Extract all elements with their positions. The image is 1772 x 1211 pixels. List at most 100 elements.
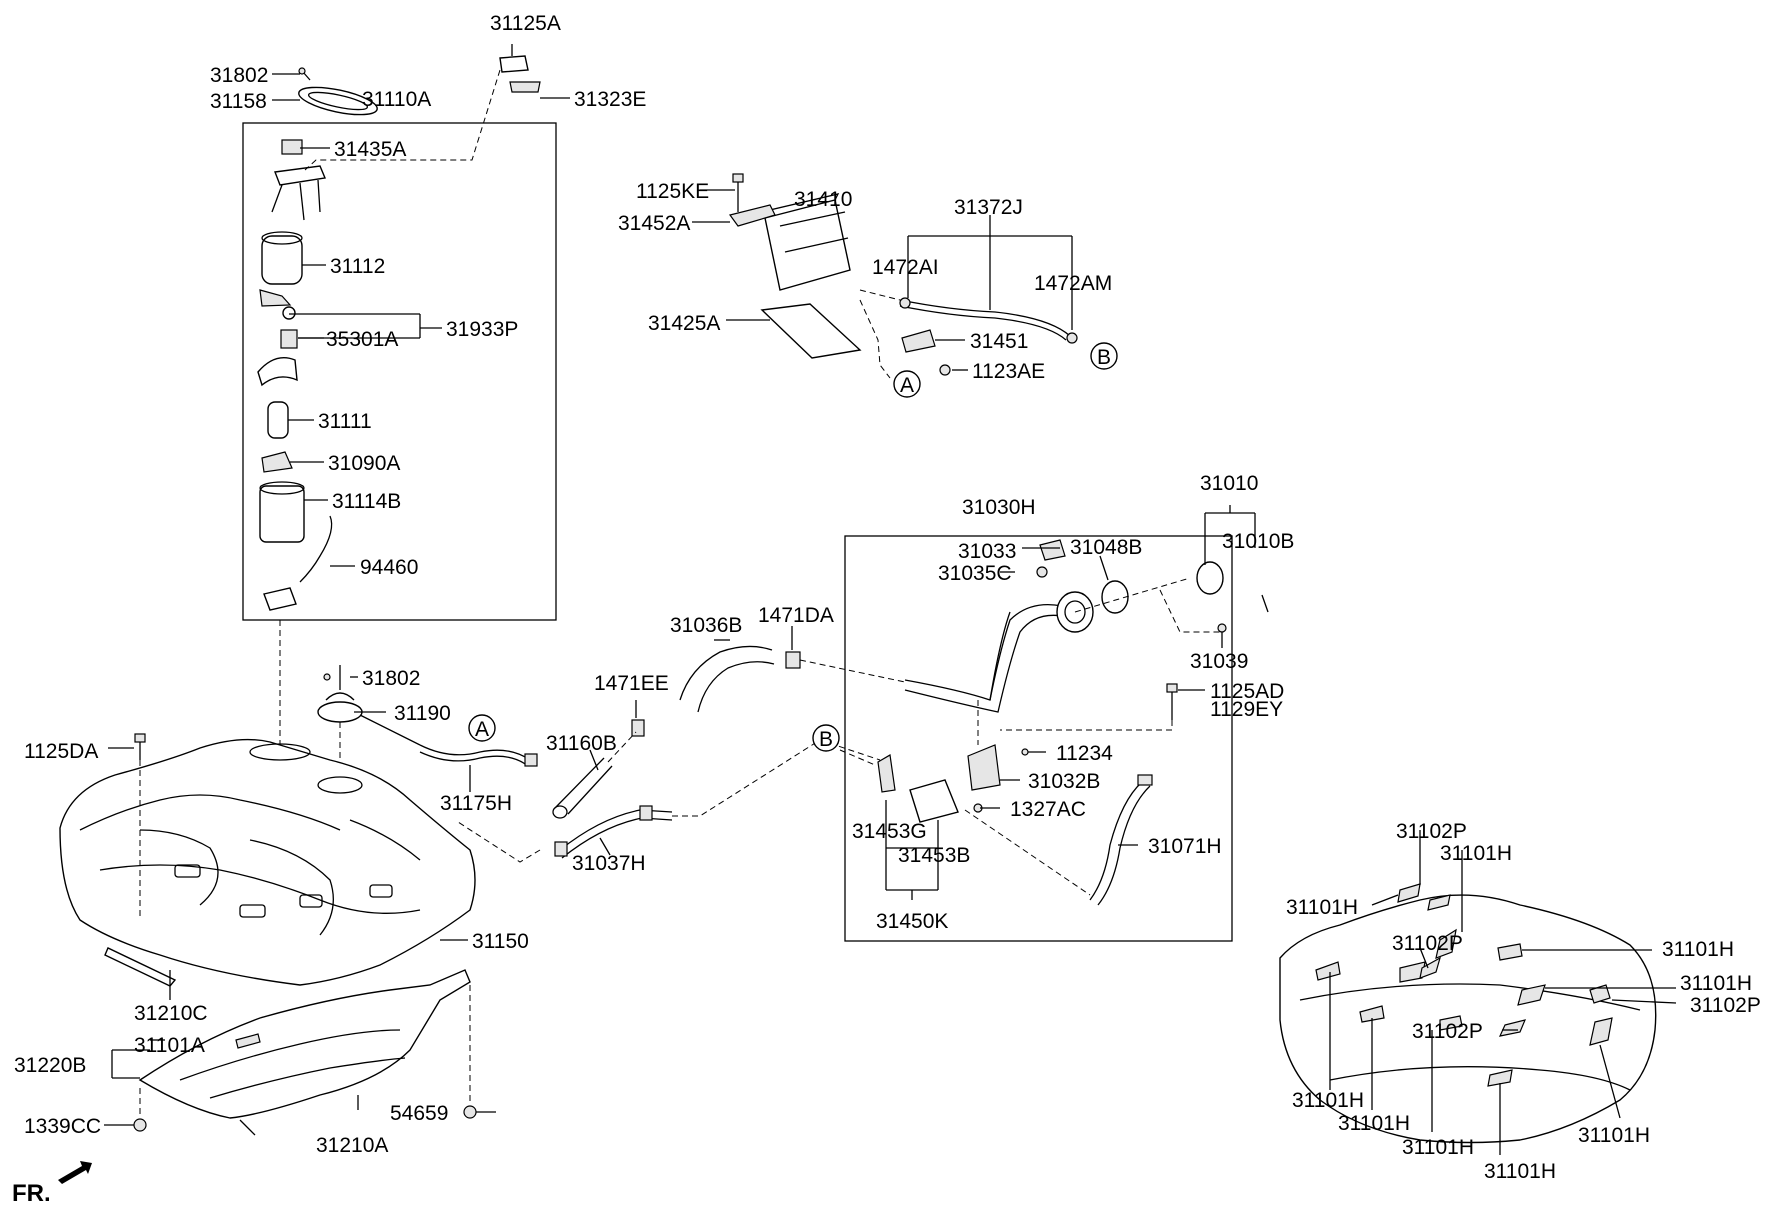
part-label: 31010B (1222, 530, 1294, 553)
canister-group (728, 173, 1078, 379)
pad-31101A (235, 1033, 261, 1049)
part-label: 31425A (648, 312, 720, 335)
part-label: 1327AC (1010, 798, 1086, 821)
front-direction-indicator: FR. (12, 1161, 92, 1207)
part-label: 31033 (958, 540, 1016, 563)
part-label: 31101H (1338, 1112, 1410, 1135)
fuel-tank-31150 (59, 738, 476, 986)
canister-31453B (909, 779, 959, 823)
filler-neck-31030H (904, 603, 1063, 701)
part-label: 31323E (574, 88, 646, 111)
part-label: 54659 (390, 1102, 448, 1125)
bracket-31032B (967, 744, 1001, 791)
part-label: 31150 (472, 930, 529, 953)
part-label: 31220B (14, 1054, 86, 1077)
part-label: 31010 (1200, 472, 1258, 495)
part-label: 11234 (1056, 742, 1113, 765)
connector-31125A (499, 55, 529, 73)
part-labels: 31125A 31802 31158 31110A 31323E 31435A … (14, 12, 1761, 1183)
circle-markers: A B A B (468, 342, 1118, 752)
part-label: 31032B (1028, 770, 1100, 793)
hoses-group (317, 645, 906, 863)
tube-31037H (559, 809, 673, 851)
valve-31453G (877, 754, 896, 793)
part-label: 31101A (134, 1034, 205, 1057)
part-label: 31452A (618, 212, 690, 235)
part-label: 31037H (572, 852, 646, 875)
part-label: 31111 (318, 410, 372, 433)
filter-31112 (261, 235, 303, 285)
part-label: 1125DA (24, 740, 98, 763)
part-label: 31112 (330, 255, 385, 278)
pump-31111 (267, 401, 289, 439)
marker-B-valve (812, 724, 840, 752)
oring-31933P (282, 306, 296, 320)
part-label: 31160B (546, 732, 617, 755)
clamp-1471DA (785, 651, 801, 669)
hose-31071H (1089, 781, 1143, 901)
gasket-31048B (1101, 580, 1129, 614)
pad-31102P (1427, 894, 1451, 911)
marker-A-canister (893, 370, 921, 398)
part-label: 31453G (852, 820, 927, 843)
part-label: 31048B (1070, 536, 1142, 559)
part-label: 31158 (210, 90, 267, 113)
pump-module-box (242, 122, 557, 621)
part-label: 31102P (1412, 1020, 1483, 1043)
part-label: 31101H (1662, 938, 1734, 961)
marker-B-valve-text: B (819, 728, 833, 751)
nut-54659 (463, 1105, 477, 1119)
hose-31036B (679, 645, 773, 701)
clamp-1472AI (899, 297, 911, 309)
part-label: 31802 (362, 667, 420, 690)
sender-94460 (299, 515, 333, 583)
bracket (257, 357, 298, 387)
part-label: 31035C (938, 562, 1012, 585)
part-label: 31036B (670, 614, 742, 637)
front-arrow-icon (58, 1161, 92, 1184)
part-label: 1472AI (872, 256, 939, 279)
part-31035C (1036, 566, 1048, 578)
part-label: 31102P (1396, 820, 1467, 843)
pad-31101H (1399, 961, 1426, 983)
part-label: 31101H (1578, 1124, 1650, 1147)
shield-31210A (138, 969, 471, 1119)
part-label: 31210A (316, 1134, 388, 1157)
pad-31102P (1589, 984, 1611, 1004)
part-label: 31101H (1484, 1160, 1556, 1183)
part-label: 1125KE (636, 180, 709, 203)
part-label: 31101H (1402, 1136, 1474, 1159)
pad-31101H (1589, 1017, 1613, 1046)
fuel-tank-right (1279, 894, 1657, 1144)
reservoir-31114B (259, 485, 305, 543)
cap-31010 (1196, 561, 1224, 595)
part-label: 1472AM (1034, 272, 1112, 295)
fuel-tank-group (59, 733, 477, 1132)
part-label: 31125A (490, 12, 561, 35)
part-label: 31102P (1392, 932, 1463, 955)
leader-lines (104, 44, 1223, 1136)
pad-31101H (1435, 928, 1457, 959)
part-label: 31071H (1148, 835, 1222, 858)
part-31033 (1039, 539, 1066, 561)
part-label: 1339CC (24, 1115, 101, 1138)
clamp-1471EE (631, 719, 645, 737)
pad-31102P (1419, 956, 1441, 979)
pad-31101H (1439, 1015, 1463, 1031)
front-label: FR. (12, 1180, 51, 1207)
marker-A-canister-text: A (900, 374, 914, 397)
part-label: 31114B (332, 490, 401, 513)
bolt-1339CC (133, 1118, 147, 1132)
pad-31101H (1359, 1005, 1385, 1023)
part-label: 31210C (134, 1002, 208, 1025)
part-label: 1129EY (1210, 698, 1283, 721)
part-label: 31039 (1190, 650, 1248, 673)
part-label: 31101H (1286, 896, 1358, 919)
part-label: 94460 (360, 556, 418, 579)
part-label: 31110A (362, 88, 431, 111)
part-label: 31451 (970, 330, 1028, 353)
part-label: 1471DA (758, 604, 834, 627)
part-label: 1471EE (594, 672, 669, 695)
marker-B-hose-text: B (1097, 346, 1111, 369)
